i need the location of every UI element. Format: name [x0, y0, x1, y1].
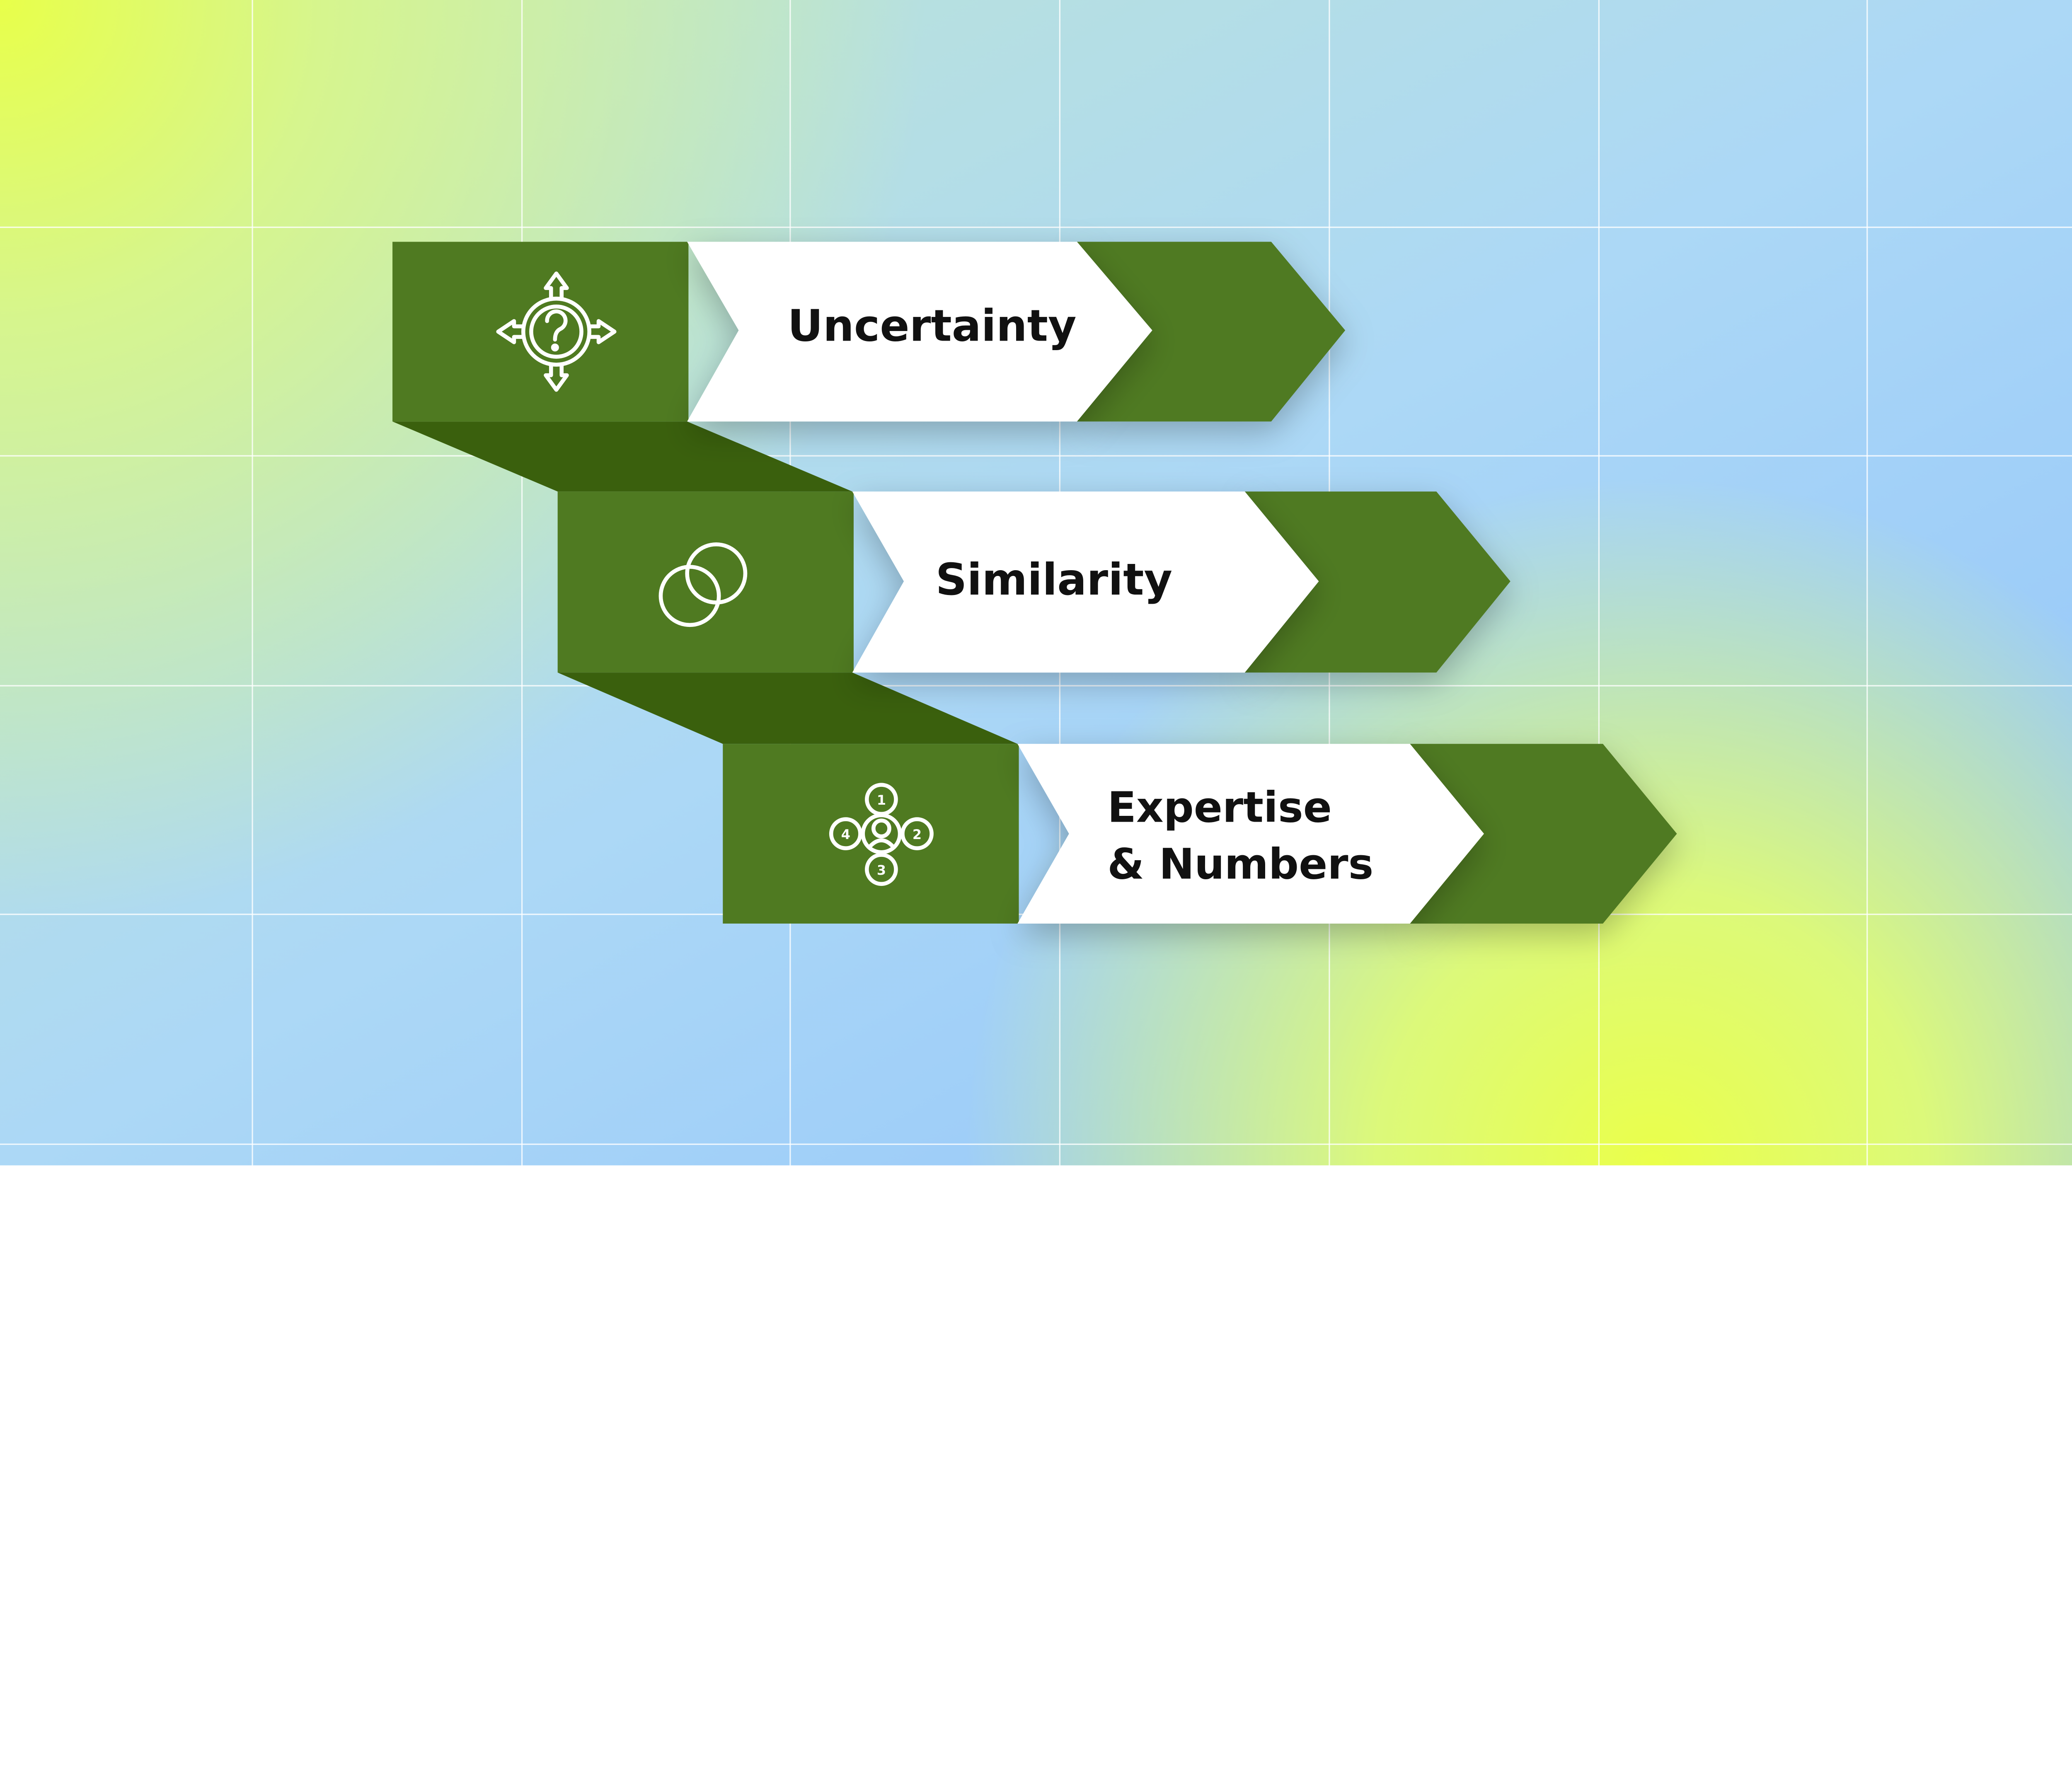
icon-digit: 2 — [913, 827, 922, 842]
icon-panel — [723, 744, 1019, 924]
label-chevron — [687, 242, 1152, 422]
question-arrows-icon — [496, 271, 617, 392]
icon-digit: 1 — [877, 792, 886, 808]
step-similarity: Similarity — [557, 491, 1510, 673]
person-numbers-icon — [829, 783, 934, 886]
step-label: Uncertainty — [788, 300, 1077, 351]
step-label-line1: Expertise — [1107, 783, 1332, 832]
step-label: Similarity — [936, 554, 1172, 605]
arrow-tail — [1410, 744, 1677, 924]
connector-fold-1 — [392, 421, 852, 492]
overlapping-circles-icon — [658, 542, 748, 627]
step-expertise-numbers: 1 2 3 4 Expertise & Numbers — [723, 744, 1677, 924]
arrow-tail — [1077, 242, 1346, 422]
icon-digit: 4 — [841, 827, 850, 842]
label-chevron — [852, 491, 1319, 673]
icon-panel — [392, 242, 689, 422]
step-uncertainty: Uncertainty — [392, 242, 1346, 422]
icon-panel — [557, 491, 854, 673]
arrow-tail — [1244, 491, 1510, 673]
connector-fold-2 — [557, 672, 1018, 744]
label-chevron — [1017, 744, 1484, 924]
icon-digit: 3 — [877, 862, 886, 878]
step-label-line2: & Numbers — [1107, 840, 1373, 889]
diagram-canvas: Uncertainty Similarity 1 2 3 4 Expertise… — [0, 0, 2072, 1166]
